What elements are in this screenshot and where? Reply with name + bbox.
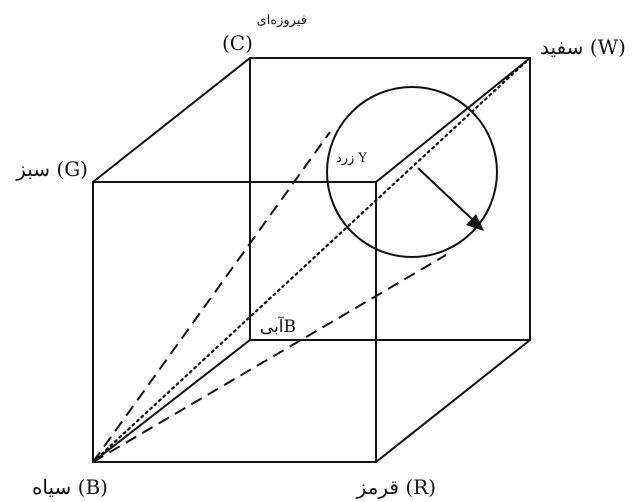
black-blue-solid-line — [92, 339, 251, 463]
edge-yellow-white — [375, 57, 531, 183]
label-green: سبز (G) — [15, 157, 88, 181]
label-cyan-name: فیروزه‌ای — [257, 13, 307, 28]
cone-upper-dashed-line — [92, 131, 331, 463]
saturation-circle — [326, 86, 498, 258]
label-black: سیاه (B) — [32, 475, 108, 499]
label-white: سفید (W) — [540, 35, 626, 59]
label-red: قرمز (R) — [356, 475, 436, 499]
grayscale-diagonal-dotted-line — [91, 56, 532, 464]
label-yellow: زرد Y — [336, 151, 367, 166]
radius-arrow-line — [417, 167, 475, 222]
edge-red-magenta — [375, 339, 531, 463]
label-cyan-code: (C) — [222, 31, 253, 55]
radius-arrow-head — [466, 214, 484, 231]
cone-lower-dashed-line — [92, 254, 447, 463]
label-blue: آبیB — [260, 315, 296, 337]
edge-green-cyan — [92, 57, 251, 183]
